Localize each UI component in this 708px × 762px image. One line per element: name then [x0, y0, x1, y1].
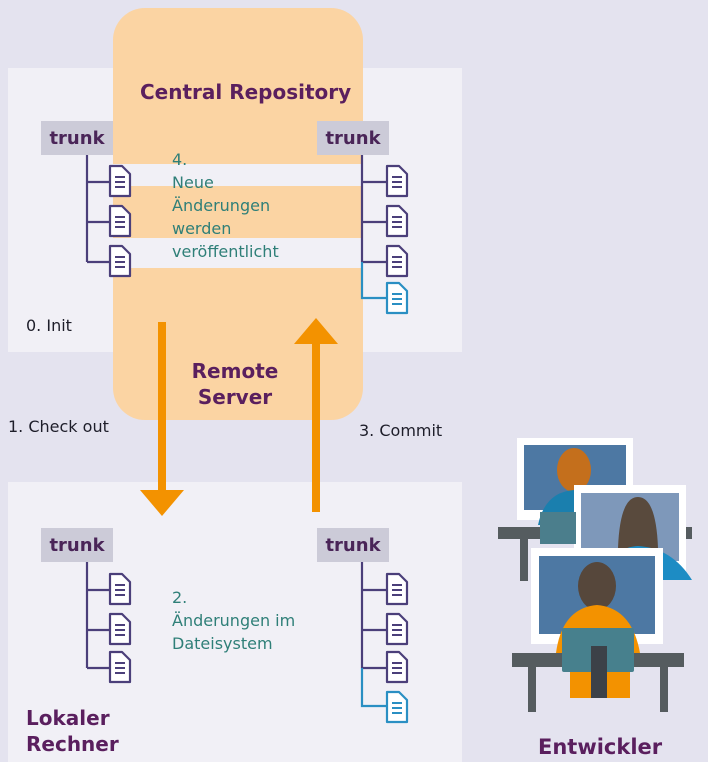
file-icon [385, 612, 409, 646]
file-icon [108, 572, 132, 606]
step-4-line: Neue [172, 173, 214, 192]
remote-server-label-2: Server [197, 385, 273, 409]
server-right-tree [360, 155, 409, 315]
server-band [113, 192, 363, 238]
step-4-line: 4. [172, 150, 188, 169]
step-4-text: 4. Neue Änderungen werden veröffentlicht [172, 148, 279, 263]
checkout-label: 1. Check out [8, 417, 109, 436]
step-2-text: 2. Änderungen im Dateisystem [172, 586, 295, 655]
file-icon [385, 204, 409, 238]
step-4-line: veröffentlicht [172, 242, 279, 261]
trunk-local-right: trunk [317, 528, 389, 562]
step-2-line: Änderungen im [172, 611, 296, 630]
central-repository-title: Central Repository [140, 80, 352, 104]
file-icon [108, 244, 132, 278]
file-icon [108, 612, 132, 646]
init-label: 0. Init [26, 316, 72, 335]
trunk-local-left: trunk [41, 528, 113, 562]
file-icon [108, 650, 132, 684]
file-icon [385, 244, 409, 278]
step-4-line: Änderungen [172, 196, 271, 215]
local-left-tree [85, 562, 132, 684]
checkout-arrow [140, 322, 184, 516]
file-icon [108, 164, 132, 198]
trunk-server-left: trunk [41, 121, 113, 155]
file-icon [385, 572, 409, 606]
step-2-line: Dateisystem [172, 634, 273, 653]
commit-label: 3. Commit [359, 421, 443, 440]
remote-server-label-1: Remote [191, 359, 279, 383]
developers-label: Entwickler [538, 735, 663, 759]
file-icon [385, 164, 409, 198]
step-4-line: werden [172, 219, 232, 238]
local-computer-title-1: Lokaler [26, 706, 110, 730]
file-icon [385, 650, 409, 684]
step-2-line: 2. [172, 588, 188, 607]
new-file-icon [385, 281, 409, 315]
server-left-tree [85, 155, 132, 278]
trunk-server-right: trunk [317, 121, 389, 155]
commit-arrow [294, 318, 338, 512]
new-file-icon [385, 690, 409, 724]
local-computer-title-2: Rechner [26, 732, 119, 756]
local-right-tree [360, 562, 409, 724]
developers-illustration [498, 438, 692, 712]
file-icon [108, 204, 132, 238]
